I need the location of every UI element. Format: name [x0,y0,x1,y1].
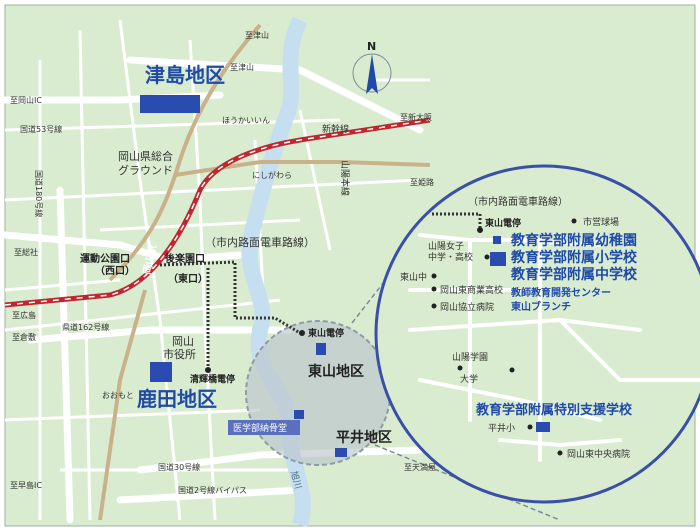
inset-tram-label: （市内路面電車路線） [468,195,568,208]
senmai-label: 至岡山IC [10,95,42,105]
inset-shogyo-label: 岡山東商業高校 [440,284,503,296]
himeji-label: 至姫路 [410,177,434,187]
shinkansen-label: 新幹線 [322,123,349,135]
shinosaka-label: 至新大阪 [400,112,432,122]
ground-label-1: 岡山県総合 [118,149,173,163]
r2-label: 国道2号線バイパス [178,485,247,495]
center-label-2: 東山ブランチ [511,300,571,313]
north-label: N [367,40,376,53]
hiroshima-label: 至広島 [12,310,36,320]
school-box [490,252,506,266]
inset-chuo-label: 岡山東中央病院 [567,448,630,460]
inset-univ-label-2: 大学 [460,373,478,385]
seiki-label: 清輝橋電停 [190,373,235,385]
inset-jhs-label: 東山中 [400,271,427,283]
higashiyama-stop-label: 東山電停 [308,327,344,339]
kurashiki-label: 至倉敷 [12,332,36,342]
inset-hiraisho-label: 平井小 [488,422,515,434]
inset-univ-label-1: 山陽学園 [452,351,488,363]
tram-route [159,260,301,335]
inset-sanyo-label-1: 山陽女子 [428,240,464,252]
sanyo-label: 山陽本線 [339,160,351,196]
undokoen-label-1: 運動公園口 [80,252,130,265]
uno-line [98,289,147,521]
r162-label: 県道162号線 [62,322,109,332]
r180-label: 国道180号線 [34,170,44,217]
souja-label: 至総社 [14,247,38,257]
r30-label: 国道30号線 [158,462,200,472]
inset-stop-label: 東山電停 [485,217,521,229]
jhs-label: 教育学部附属中学校 [511,266,638,283]
north-arrow: N [352,40,392,94]
higashiyama-label: 東山地区 [308,363,364,380]
r53-label: 国道53号線 [20,124,62,134]
nokotsudo-label: 医学部納骨堂 [233,422,287,434]
houkaiin-label: ほうかいいん [222,116,270,125]
nishigawara-label: にしがわら [252,170,292,180]
elementary-label: 教育学部附属小学校 [511,249,638,266]
shikata-box [150,362,172,382]
tenmoto-label: 至天満屋 [404,463,436,472]
shinkansen-line-dash [4,119,431,306]
shikata-label: 鹿田地区 [137,387,217,411]
tsushima-box [140,95,200,113]
higashiyama-stop-dot [299,330,305,336]
inset-sanyo-label-2: 中学・高校 [428,251,473,263]
hirai-box [335,448,347,457]
cityhall-label-2: 市役所 [163,347,196,361]
inset-ballpark-label: 市営球場 [583,216,619,228]
cityhall-label-1: 岡山 [172,335,194,348]
nokotsudo-box [294,410,304,419]
inset-tram-route [432,212,482,230]
korakuen-label-1: 後楽園口 [165,252,205,265]
senmai2-label: 至早島IC [10,480,42,490]
hirai-label: 平井地区 [336,429,392,446]
ground-label-2: グラウンド [118,163,173,177]
korakuen-label-2: （東口） [168,272,208,285]
tsushima-label: 津島地区 [145,63,225,87]
seiki-stop-dot [205,367,211,373]
center-label-1: 教師教育開発センター [510,286,611,299]
special-school-label: 教育学部附属特別支援学校 [475,402,633,418]
undokoen-label-2: （西口） [95,264,135,277]
tsuyama-line [108,23,262,282]
special-school-box [536,422,550,432]
tsuyama2-label: 至津山 [230,62,254,72]
inset-kyoritsu-label: 岡山協立病院 [440,301,494,313]
inset-map: （市内路面電車路線） 東山電停 市営球場 山陽女子 中学・高校 東山中 岡山東商… [374,164,700,504]
tsuyama-label: 至津山 [245,30,269,40]
kindergarten-box [493,236,501,244]
higashiyama-box [316,343,326,355]
kindergarten-label: 教育学部附属幼稚園 [511,232,637,249]
nokotsudo-tag [228,420,300,435]
omoto-label: おおもと [102,391,134,400]
tram-route-label: （市内路面電車路線） [205,235,315,249]
